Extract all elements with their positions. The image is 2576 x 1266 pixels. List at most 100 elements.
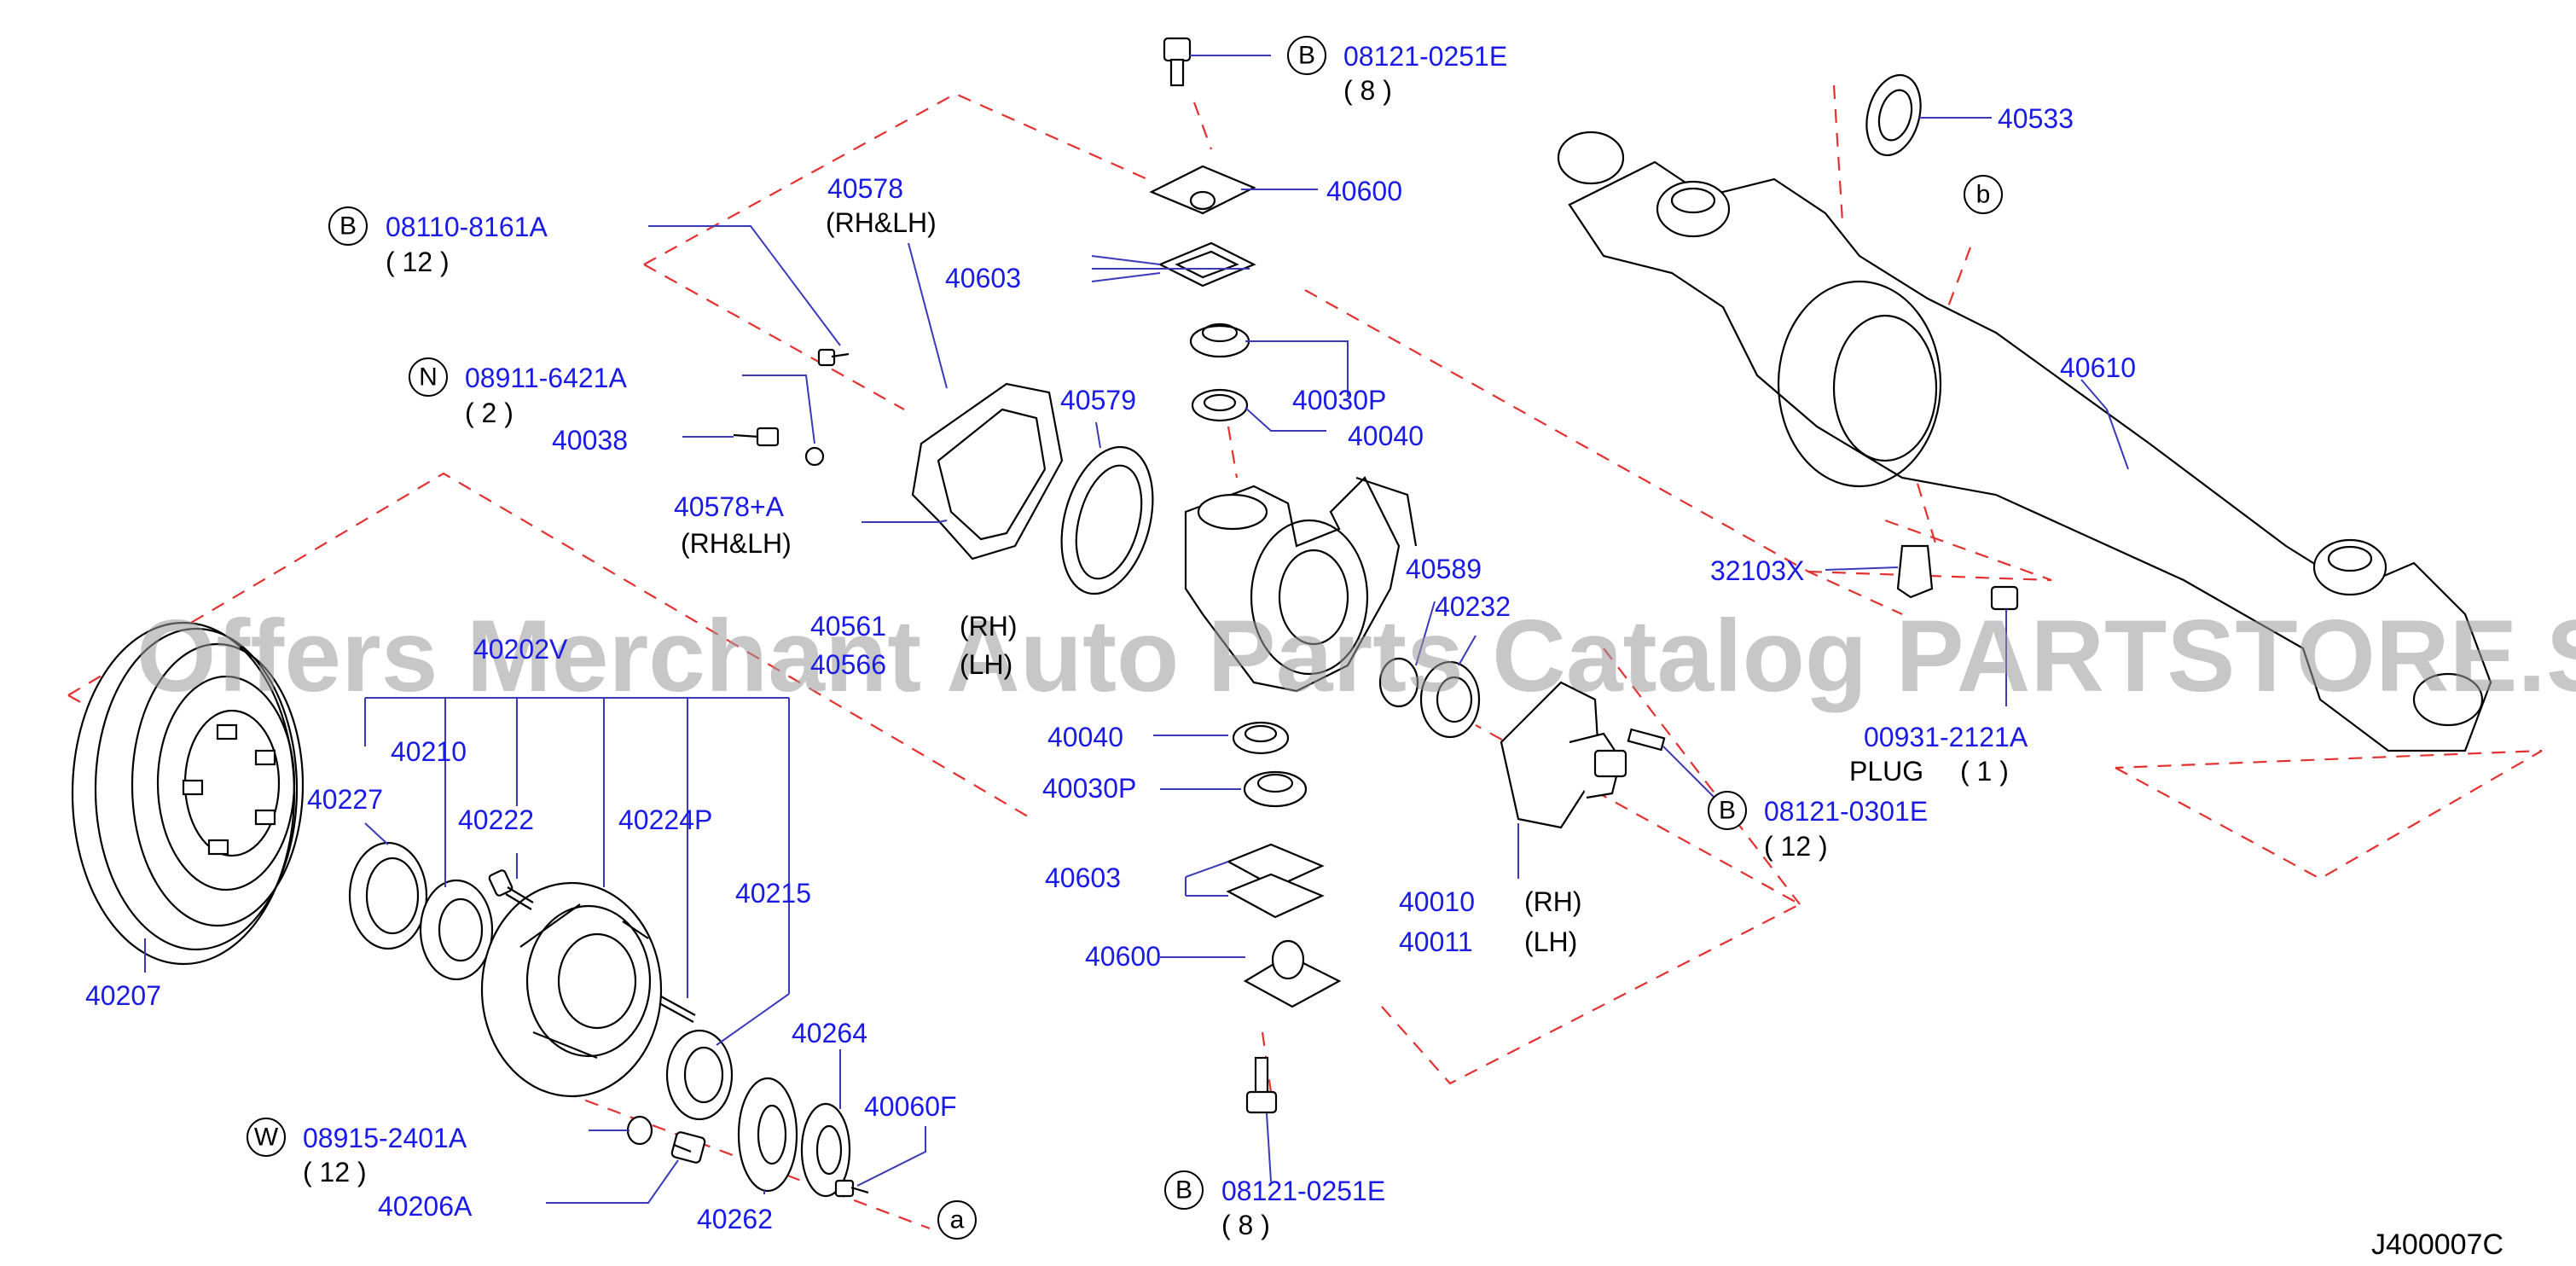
part-number-40207[interactable]: 40207 bbox=[85, 980, 161, 1011]
part-number-40010[interactable]: 40010 bbox=[1399, 886, 1475, 917]
quantity-label: ( 8 ) bbox=[1343, 75, 1392, 106]
part-number-40232[interactable]: 40232 bbox=[1435, 591, 1511, 622]
part-number-40262[interactable]: 40262 bbox=[697, 1204, 773, 1234]
wheel-hub-icon bbox=[480, 881, 663, 1098]
knuckle-gasket-icon bbox=[911, 382, 1064, 560]
part-number-08911-6421A[interactable]: 08911-6421A bbox=[465, 363, 627, 393]
part-number-40578[interactable]: 40578 bbox=[827, 173, 903, 204]
quantity-label: ( 2 ) bbox=[465, 398, 513, 428]
part-number-40578-A[interactable]: 40578+A bbox=[674, 491, 785, 522]
part-number-08915-2401A[interactable]: 08915-2401A bbox=[303, 1123, 467, 1153]
callout-letter: N bbox=[419, 363, 438, 392]
outer-bearing-icon bbox=[665, 1029, 734, 1121]
spindle-bearing-icon bbox=[1419, 660, 1481, 739]
nut-icon bbox=[804, 446, 825, 467]
axle-seal-icon bbox=[1865, 73, 1922, 157]
callout-letter: B bbox=[1298, 42, 1315, 70]
spacer-ring-icon bbox=[1378, 657, 1419, 708]
part-number-40038[interactable]: 40038 bbox=[552, 425, 628, 456]
part-number-40030P-bottom[interactable]: 40030P bbox=[1042, 773, 1136, 804]
breather-icon bbox=[1896, 544, 1934, 599]
diagram-reference-code: J400007C bbox=[2371, 1228, 2503, 1261]
part-number-40224P[interactable]: 40224P bbox=[618, 804, 712, 835]
part-number-40610[interactable]: 40610 bbox=[2060, 352, 2136, 383]
axle-housing-icon bbox=[1557, 131, 2492, 752]
part-number-40011[interactable]: 40011 bbox=[1399, 926, 1473, 957]
reference-b: b bbox=[1964, 175, 2003, 214]
lock-washer-icon bbox=[737, 1077, 798, 1193]
quantity-label: ( 12 ) bbox=[1764, 831, 1828, 862]
part-number-08121-0251E-bottom[interactable]: 08121-0251E bbox=[1221, 1176, 1385, 1206]
side-label: (RH&LH) bbox=[681, 528, 792, 559]
bushing-top-icon bbox=[1189, 322, 1250, 358]
part-number-40589[interactable]: 40589 bbox=[1406, 554, 1482, 584]
kingpin-bearing-top-icon bbox=[1191, 388, 1249, 422]
callout-b-08121-0301E: B 08121-0301E ( 12 ) bbox=[1708, 791, 1928, 862]
callout-b-bottom: B 08121-0251E ( 8 ) bbox=[1164, 1170, 1385, 1240]
part-number-08121-0251E-top[interactable]: 08121-0251E bbox=[1343, 41, 1507, 72]
part-number-40227[interactable]: 40227 bbox=[307, 784, 383, 815]
part-number-40040-top[interactable]: 40040 bbox=[1348, 421, 1424, 451]
part-number-08121-0301E[interactable]: 08121-0301E bbox=[1764, 796, 1928, 827]
spindle-icon bbox=[1500, 681, 1627, 829]
bushing-bottom-icon bbox=[1243, 770, 1308, 808]
quantity-label: ( 1 ) bbox=[1960, 756, 2009, 787]
stud-bolt-icon bbox=[733, 427, 780, 447]
hub-stud-icon bbox=[659, 996, 696, 1023]
kingpin-cap-bottom-icon bbox=[1243, 939, 1342, 1008]
reference-letter-b: b bbox=[1976, 181, 1991, 209]
part-number-40215[interactable]: 40215 bbox=[735, 878, 811, 909]
kingpin-cap-top-icon bbox=[1149, 165, 1256, 215]
part-number-40040-bottom[interactable]: 40040 bbox=[1047, 722, 1123, 752]
part-number-40603-top[interactable]: 40603 bbox=[945, 263, 1021, 293]
callout-letter: B bbox=[339, 212, 357, 241]
side-label: (RH&LH) bbox=[826, 207, 937, 238]
shim-bottom-icon bbox=[1226, 843, 1325, 919]
shim-top-icon bbox=[1157, 241, 1256, 287]
side-label: (RH) bbox=[1524, 886, 1582, 917]
inner-bearing-icon bbox=[419, 879, 494, 981]
steering-knuckle-icon bbox=[1184, 476, 1418, 693]
small-bolt-icon bbox=[817, 348, 850, 367]
part-number-40222[interactable]: 40222 bbox=[458, 804, 534, 835]
washer-icon bbox=[626, 1115, 653, 1146]
callout-letter: B bbox=[1719, 797, 1736, 825]
part-number-32103X[interactable]: 32103X bbox=[1710, 555, 1804, 586]
part-number-40533[interactable]: 40533 bbox=[1998, 103, 2074, 134]
callout-b-top: B 08121-0251E ( 8 ) bbox=[1287, 36, 1507, 106]
callout-letter: B bbox=[1175, 1176, 1192, 1205]
oil-seal-icon bbox=[348, 841, 428, 950]
part-number-40210[interactable]: 40210 bbox=[391, 736, 467, 767]
part-number-40206A[interactable]: 40206A bbox=[378, 1191, 473, 1222]
bolt-icon bbox=[670, 1131, 706, 1164]
part-number-08110-8161A[interactable]: 08110-8161A bbox=[386, 212, 548, 242]
part-number-40202V[interactable]: 40202V bbox=[473, 634, 568, 665]
part-number-40603-bottom[interactable]: 40603 bbox=[1045, 862, 1121, 893]
drain-plug-icon bbox=[1990, 585, 2019, 611]
quantity-label: ( 12 ) bbox=[303, 1157, 367, 1188]
bolt-top-icon bbox=[1163, 37, 1192, 87]
hub-gasket-icon bbox=[800, 1102, 851, 1198]
part-number-40600-top[interactable]: 40600 bbox=[1326, 176, 1402, 206]
callout-w-08915: W 08915-2401A ( 12 ) bbox=[247, 1118, 467, 1188]
part-name-plug: PLUG bbox=[1849, 756, 1923, 787]
hub-bolt-icon bbox=[488, 869, 534, 910]
part-number-40060F[interactable]: 40060F bbox=[864, 1091, 957, 1122]
side-label: (LH) bbox=[1524, 926, 1577, 957]
knuckle-seal-icon bbox=[1060, 445, 1154, 595]
part-number-40579[interactable]: 40579 bbox=[1060, 385, 1136, 415]
part-number-40030P-top[interactable]: 40030P bbox=[1292, 385, 1386, 415]
part-number-00931-2121A[interactable]: 00931-2121A bbox=[1864, 722, 2028, 752]
part-number-40561[interactable]: 40561 bbox=[810, 611, 886, 642]
brake-rotor-icon bbox=[71, 621, 305, 966]
kingpin-bearing-bottom-icon bbox=[1232, 721, 1290, 755]
part-drawings bbox=[71, 37, 2492, 1198]
spindle-bolt-icon bbox=[1627, 728, 1666, 752]
watermark-text: Offers Merchant Auto Parts Catalog PARTS… bbox=[136, 599, 2576, 713]
part-number-40566[interactable]: 40566 bbox=[810, 649, 886, 680]
side-label: (LH) bbox=[960, 649, 1012, 680]
part-number-40264[interactable]: 40264 bbox=[792, 1018, 867, 1048]
side-label: (RH) bbox=[960, 611, 1018, 642]
part-number-40600-bottom[interactable]: 40600 bbox=[1085, 941, 1161, 972]
